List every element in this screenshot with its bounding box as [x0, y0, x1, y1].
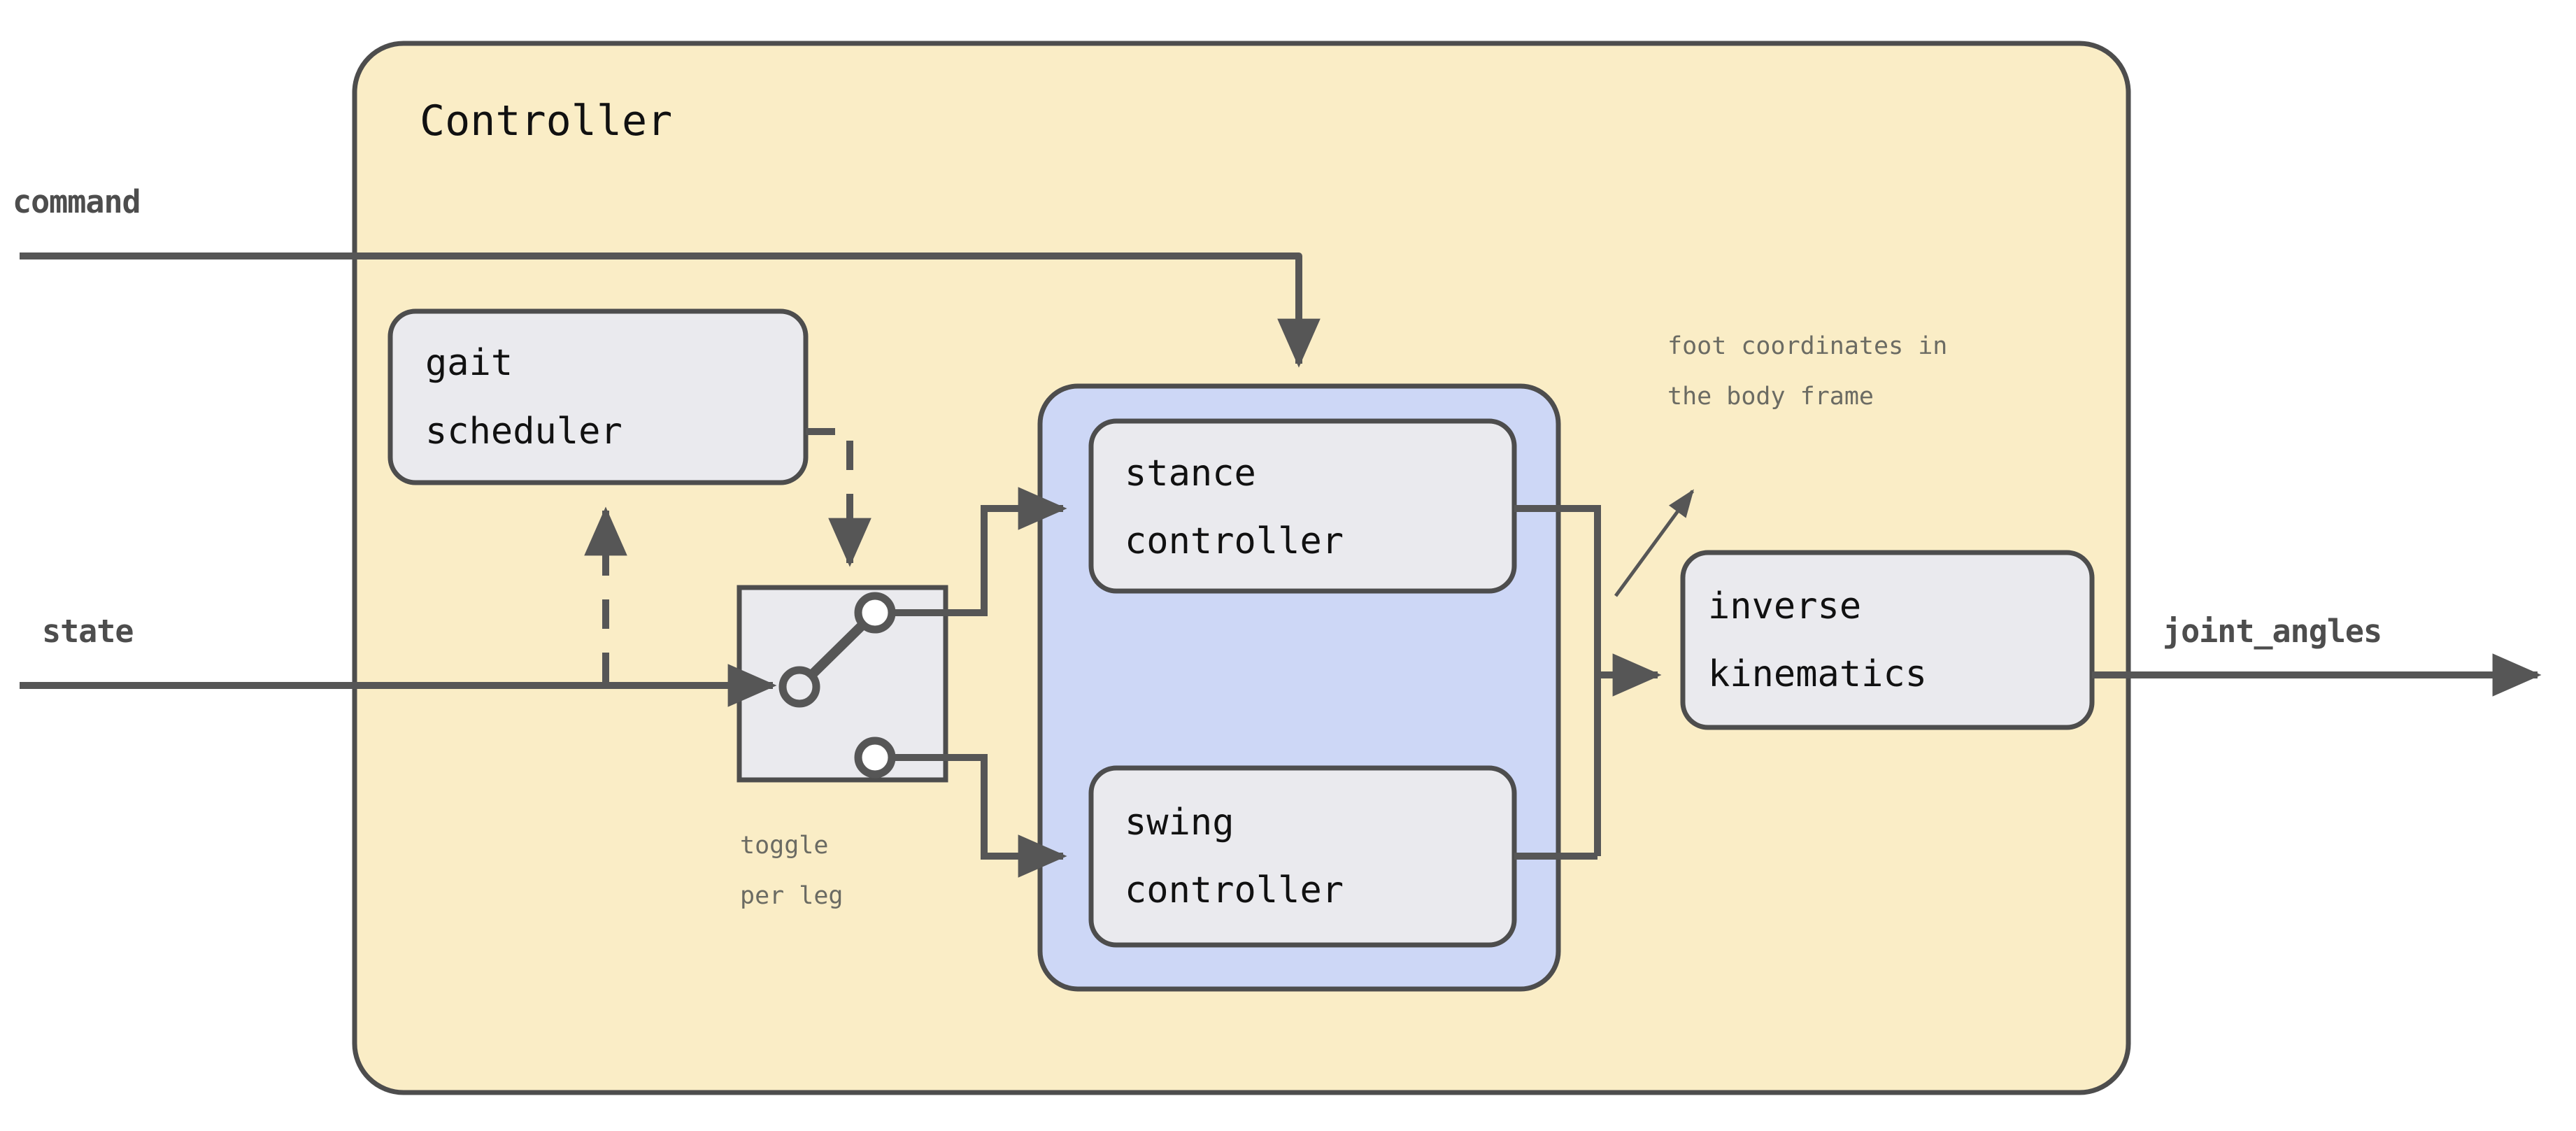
foot-coordinates-annotation-line1: foot coordinates in — [1667, 332, 1948, 360]
edge-stance-controller-to-ik — [1514, 505, 1601, 856]
inverse-kinematics-node[interactable] — [1680, 550, 2095, 730]
toggle-note-line2: per leg — [740, 882, 844, 910]
gait-scheduler-label-line1: gait — [425, 342, 513, 384]
toggle-pivot-contact — [778, 666, 820, 708]
edge-command-to-leg-controllers — [20, 252, 1321, 368]
swing-controller-node[interactable] — [1088, 765, 1517, 948]
swing-controller-label-line1: swing — [1125, 802, 1234, 844]
edge-gait-scheduler-to-toggle-dashed — [806, 428, 871, 567]
gait-scheduler-label-line2: scheduler — [425, 411, 622, 453]
output-label-joint-angles: joint_angles — [2163, 613, 2382, 650]
toggle-stance-contact[interactable] — [854, 592, 896, 634]
edge-toggle-to-swing-controller — [892, 754, 1067, 878]
gait-scheduler-node[interactable] — [387, 308, 809, 485]
annotation-leader-line — [1614, 489, 1695, 597]
inverse-kinematics-label-line1: inverse — [1708, 585, 1862, 627]
swing-controller-label-line2: controller — [1125, 869, 1344, 911]
page-title: Controller — [420, 97, 673, 145]
toggle-note-line1: toggle — [740, 832, 829, 860]
toggle-swing-contact[interactable] — [854, 737, 896, 778]
input-label-state: state — [42, 613, 134, 650]
stance-controller-label-line2: controller — [1125, 520, 1344, 562]
stance-controller-node[interactable] — [1088, 418, 1517, 594]
stance-controller-label-line1: stance — [1125, 453, 1256, 495]
inverse-kinematics-label-line2: kinematics — [1708, 653, 1928, 695]
input-label-command: command — [13, 183, 141, 220]
foot-coordinates-annotation-line2: the body frame — [1667, 383, 1874, 411]
edge-toggle-to-stance-controller — [892, 487, 1067, 616]
